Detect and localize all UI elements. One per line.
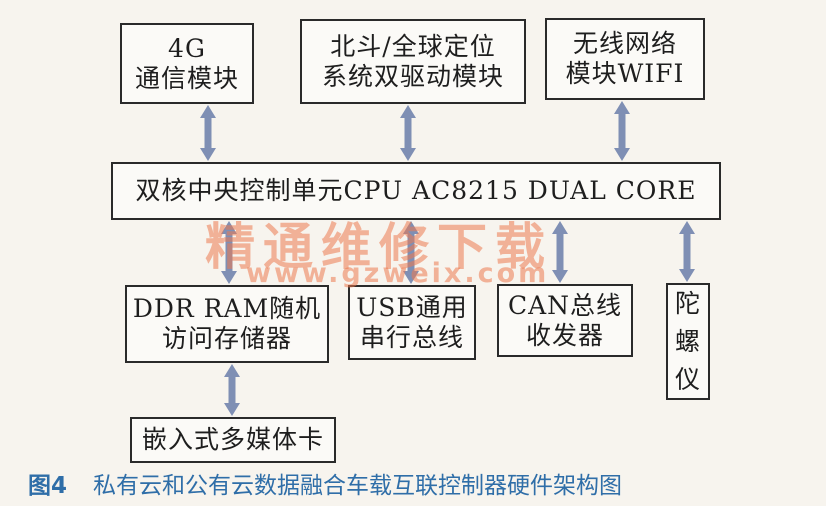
box-line: 串行总线 [359,322,464,352]
box-line: 仪 [674,364,701,394]
wifi-module-box: 无线网络 模块WIFI [545,18,705,100]
box-line: USB通用 [356,292,468,322]
usb-bus-box: USB通用 串行总线 [348,285,476,360]
emmc-label: 嵌入式多媒体卡 [141,425,324,454]
figure-caption: 图4 私有云和公有云数据融合车载互联控制器硬件架构图 [28,466,622,500]
box-line: 陀 [674,288,701,318]
box-line: 收发器 [525,320,604,350]
box-line: 通信模块 [134,63,239,93]
can-transceiver-box: CAN总线 收发器 [497,284,633,357]
box-line: 无线网络 [572,29,677,58]
arrow-cpu-ddr [221,221,237,284]
box-line: 访问存储器 [161,324,292,353]
figure-title: 私有云和公有云数据融合车载互联控制器硬件架构图 [93,473,623,499]
box-line: DDR RAM随机 [132,294,322,323]
arrow-cpu-gyro [679,221,695,282]
arrow-4g-cpu [200,105,216,161]
figure-label: 图4 [28,473,68,499]
beidou-gps-module-box: 北斗/全球定位 系统双驱动模块 [300,19,526,104]
box-line: 螺 [674,326,701,356]
gyroscope-box: 陀 螺 仪 [666,283,710,400]
ddr-ram-box: DDR RAM随机 访问存储器 [125,285,329,363]
arrow-gps-cpu [400,105,416,161]
arrow-cpu-can [552,221,568,283]
cpu-label: 双核中央控制单元CPU AC8215 DUAL CORE [135,176,697,205]
arrow-wifi-cpu [614,101,630,161]
arrow-ddr-emmc [224,364,240,416]
box-line: 模块WIFI [565,59,685,88]
box-line: 系统双驱动模块 [321,61,504,91]
4g-module-box: 4G 通信模块 [120,23,254,104]
box-line: 北斗/全球定位 [330,31,496,61]
box-line: CAN总线 [507,290,623,320]
box-line: 4G [168,33,206,63]
cpu-box: 双核中央控制单元CPU AC8215 DUAL CORE [111,162,721,220]
emmc-box: 嵌入式多媒体卡 [130,417,336,463]
arrow-cpu-usb [403,221,419,284]
